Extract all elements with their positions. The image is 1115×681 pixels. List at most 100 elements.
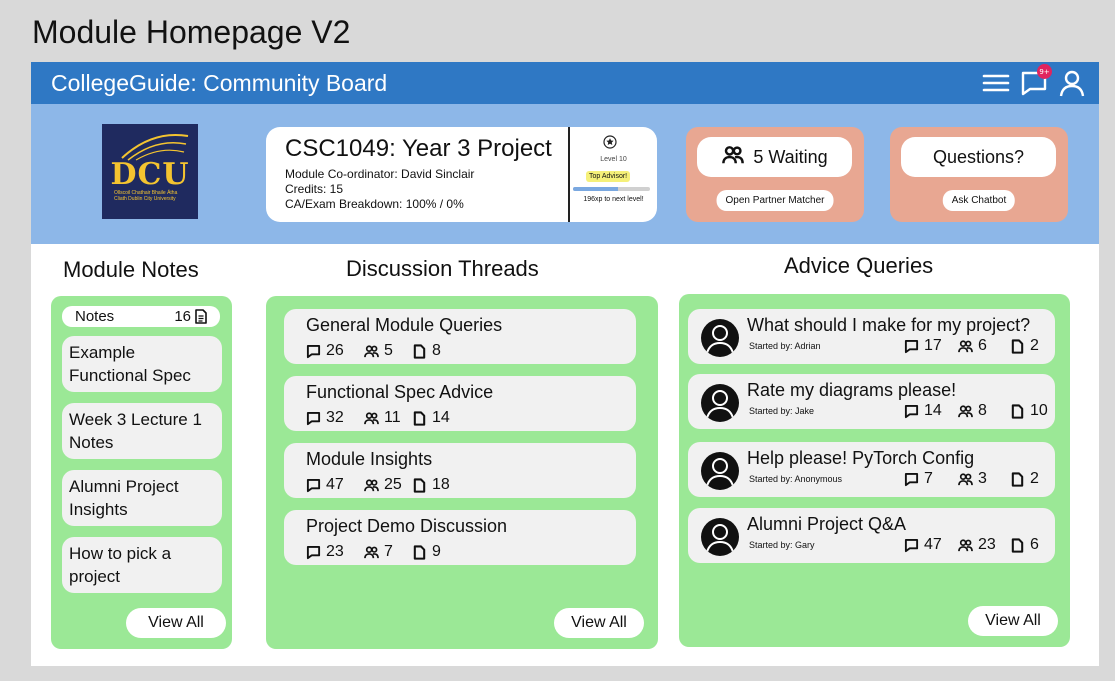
- query-user-count: 8: [958, 402, 987, 420]
- user-avatar-icon: [701, 319, 739, 357]
- top-bar: CollegeGuide: Community Board 9+: [31, 62, 1099, 104]
- module-notes-title: Module Notes: [63, 257, 199, 282]
- avatar: [701, 384, 739, 422]
- queries-view-all-button[interactable]: View All: [968, 606, 1058, 636]
- file-icon: [1010, 339, 1025, 354]
- module-credits: Credits: 15: [285, 182, 344, 196]
- query-file-count: 2: [1010, 470, 1039, 488]
- file-icon: [412, 545, 427, 560]
- comment-icon: [904, 538, 919, 553]
- note-item[interactable]: Week 3 Lecture 1 Notes: [62, 403, 222, 459]
- query-comment-count: 47: [904, 536, 942, 554]
- user-count: 3: [978, 470, 987, 487]
- query-user-count: 3: [958, 470, 987, 488]
- note-item[interactable]: How to pick a project: [62, 537, 222, 593]
- threads-view-all-button[interactable]: View All: [554, 608, 644, 638]
- comment-count: 32: [326, 409, 344, 426]
- user-avatar-icon: [701, 518, 739, 556]
- chat-icon[interactable]: 9+: [1019, 64, 1052, 98]
- questions-pill[interactable]: Questions?: [901, 137, 1056, 177]
- file-count: 14: [432, 409, 450, 426]
- avatar: [701, 518, 739, 556]
- waiting-pill[interactable]: 5 Waiting: [697, 137, 852, 177]
- file-count: 2: [1030, 337, 1039, 354]
- query-comment-count: 14: [904, 402, 942, 420]
- file-count: 2: [1030, 470, 1039, 487]
- xp-remaining: 196xp to next level!: [583, 196, 644, 203]
- user-count: 23: [978, 536, 996, 553]
- query-title: What should I make for my project?: [747, 315, 1031, 335]
- comment-icon: [904, 472, 919, 487]
- module-notes-panel: Notes 16 Example Functional Spec Week 3 …: [51, 296, 232, 649]
- notes-count: 16: [174, 308, 191, 325]
- note-item[interactable]: Alumni Project Insights: [62, 470, 222, 526]
- thread-title: Project Demo Discussion: [306, 516, 508, 536]
- thread-comment-count: 26: [306, 342, 344, 360]
- questions-label: Questions?: [932, 146, 1025, 167]
- query-author: Started by: Jake: [749, 406, 815, 416]
- user-count: 6: [978, 337, 987, 354]
- app-title: CollegeGuide: Community Board: [51, 70, 388, 96]
- query-user-count: 6: [958, 337, 987, 355]
- open-partner-matcher-button[interactable]: Open Partner Matcher: [716, 190, 834, 211]
- users-icon: [958, 472, 973, 487]
- xp-progress-bar: [573, 187, 650, 191]
- comment-count: 7: [924, 470, 933, 487]
- module-coordinator: Module Co-ordinator: David Sinclair: [285, 167, 475, 181]
- query-user-count: 23: [958, 536, 996, 554]
- users-icon: [721, 144, 745, 171]
- waiting-label: 5 Waiting: [753, 146, 828, 167]
- query-title: Help please! PyTorch Config: [747, 448, 975, 468]
- query-file-count: 10: [1010, 402, 1048, 420]
- user-count: 5: [384, 342, 393, 359]
- thread-comment-count: 47: [306, 476, 344, 494]
- menu-icon[interactable]: [981, 68, 1011, 98]
- xp-progress-fill: [573, 187, 618, 191]
- document-icon: [194, 309, 208, 328]
- thread-file-count: 8: [412, 342, 441, 360]
- comment-icon: [904, 404, 919, 419]
- file-count: 10: [1030, 402, 1048, 419]
- comment-count: 14: [924, 402, 942, 419]
- file-icon: [412, 478, 427, 493]
- advice-query-card[interactable]: What should I make for my project?Starte…: [688, 309, 1055, 364]
- file-icon: [1010, 472, 1025, 487]
- note-item[interactable]: Example Functional Spec: [62, 336, 222, 392]
- query-comment-count: 7: [904, 470, 933, 488]
- level-divider: [568, 127, 570, 222]
- thread-card[interactable]: General Module Queries 26 5 8: [284, 309, 636, 364]
- query-file-count: 6: [1010, 536, 1039, 554]
- page-title: Module Homepage V2: [32, 14, 351, 50]
- module-breakdown: CA/Exam Breakdown: 100% / 0%: [285, 197, 464, 211]
- comment-icon: [306, 344, 321, 359]
- ask-chatbot-button[interactable]: Ask Chatbot: [942, 190, 1016, 211]
- thread-file-count: 18: [412, 476, 450, 494]
- notes-header-label: Notes: [75, 308, 115, 325]
- comment-count: 26: [326, 342, 344, 359]
- thread-title: General Module Queries: [306, 315, 503, 335]
- user-icon[interactable]: [1057, 68, 1087, 98]
- query-title: Alumni Project Q&A: [747, 514, 907, 534]
- logo-subtitle: Ollscoil Chathair Bhaile Átha Cliath Dub…: [114, 190, 178, 202]
- thread-file-count: 14: [412, 409, 450, 427]
- file-count: 9: [432, 543, 441, 560]
- file-count: 18: [432, 476, 450, 493]
- level-label: Level 10: [600, 156, 627, 163]
- notes-header[interactable]: Notes 16: [62, 306, 220, 327]
- user-count: 8: [978, 402, 987, 419]
- thread-comment-count: 32: [306, 409, 344, 427]
- users-icon: [364, 545, 379, 560]
- thread-user-count: 7: [364, 543, 393, 561]
- partner-matcher-card: 5 Waiting Open Partner Matcher: [686, 127, 864, 222]
- questions-card: Questions? Ask Chatbot: [890, 127, 1068, 222]
- advice-query-card[interactable]: Rate my diagrams please!Started by: Jake…: [688, 374, 1055, 429]
- avatar: [701, 319, 739, 357]
- notes-view-all-button[interactable]: View All: [126, 608, 226, 638]
- users-icon: [364, 411, 379, 426]
